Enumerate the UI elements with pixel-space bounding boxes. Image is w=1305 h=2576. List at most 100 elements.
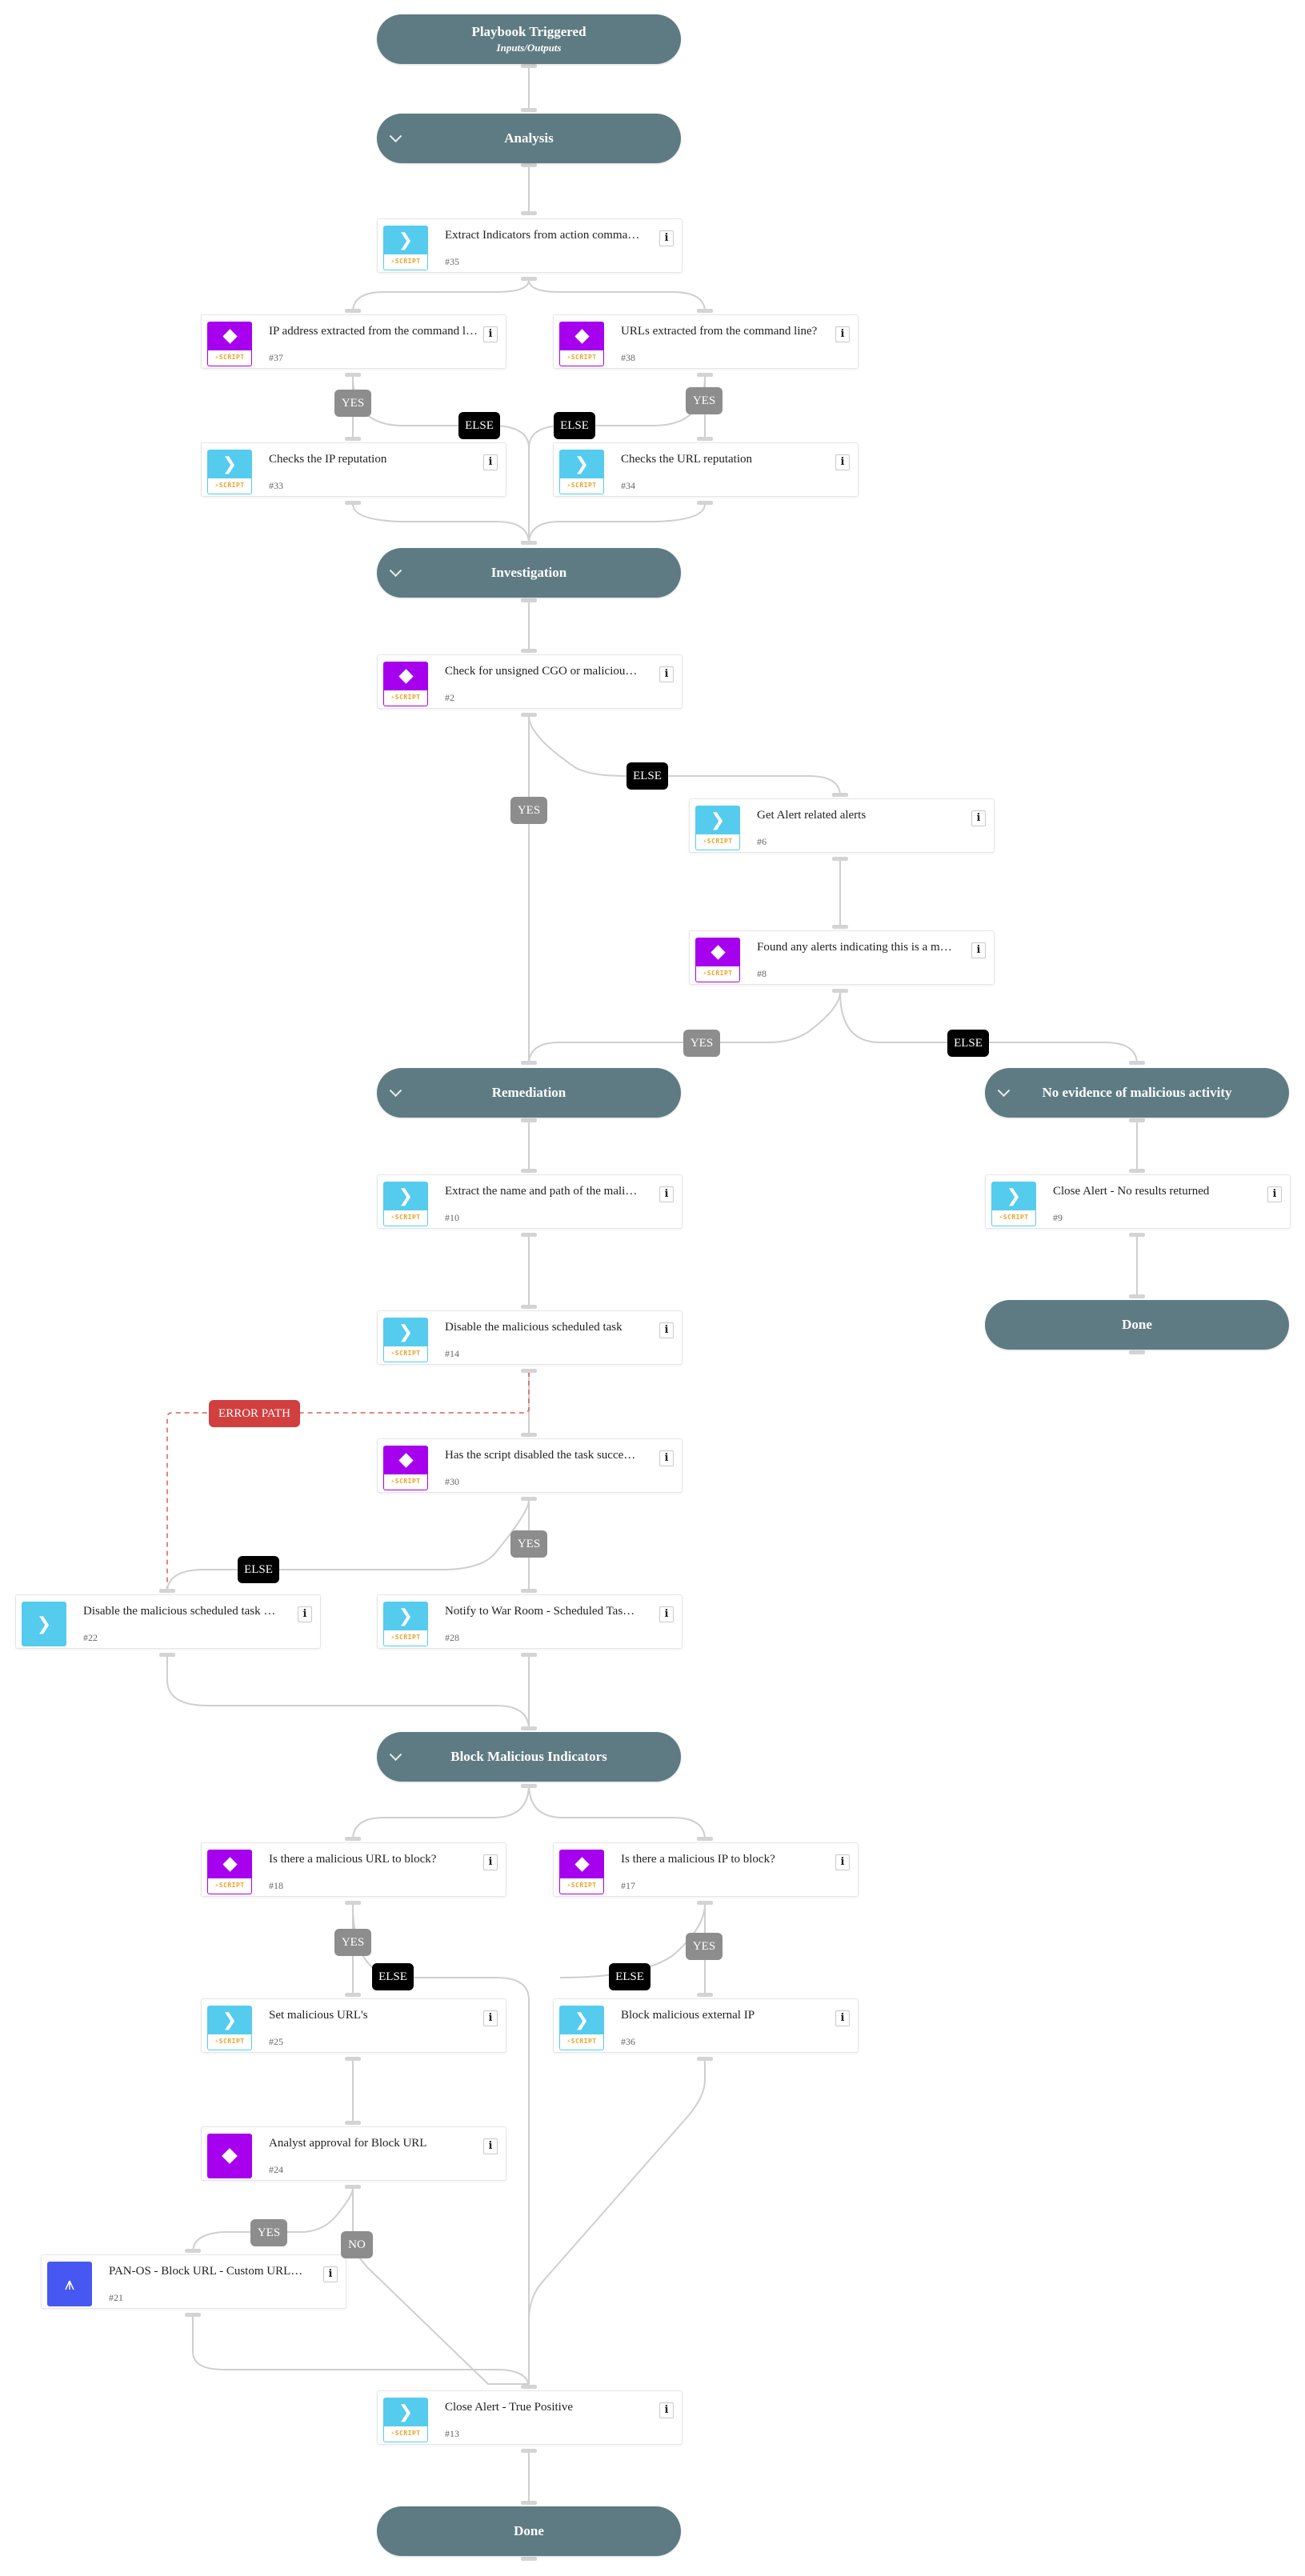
- task-title: Close Alert - True Positive: [445, 2401, 574, 2414]
- info-icon[interactable]: i: [659, 1450, 674, 1466]
- else-label: ELSE: [947, 1030, 989, 1057]
- condition-script-icon: ⚡SCRIPT: [207, 1850, 252, 1894]
- script-tag: ⚡SCRIPT: [991, 1210, 1036, 1226]
- script-tag: ⚡SCRIPT: [559, 350, 604, 366]
- chevron-down-icon[interactable]: [389, 1748, 402, 1762]
- info-icon[interactable]: i: [298, 1606, 312, 1622]
- info-icon[interactable]: i: [835, 2010, 850, 2026]
- info-icon[interactable]: i: [483, 2138, 498, 2154]
- condition-script-icon: ⚡SCRIPT: [559, 322, 604, 366]
- done-title: Done: [1122, 1317, 1152, 1332]
- info-icon[interactable]: i: [835, 1854, 850, 1870]
- info-icon[interactable]: i: [1267, 1186, 1282, 1202]
- task-title: Extract Indicators from action comma…: [445, 229, 640, 242]
- script-task-icon: ❯⚡SCRIPT: [991, 1182, 1036, 1226]
- info-icon[interactable]: i: [483, 2010, 498, 2026]
- diamond-icon: [559, 322, 604, 350]
- yes-label: YES: [686, 1933, 723, 1960]
- task-number: #21: [109, 2292, 123, 2303]
- diamond-icon: [559, 1850, 604, 1878]
- chevron-right-icon: ❯: [207, 2006, 252, 2034]
- chevron-down-icon[interactable]: [389, 1084, 402, 1098]
- port-markers: [159, 64, 1145, 2561]
- section-title: Investigation: [490, 565, 567, 580]
- info-icon[interactable]: i: [659, 230, 674, 246]
- info-icon[interactable]: i: [483, 326, 498, 342]
- task-title: Analyst approval for Block URL: [269, 2137, 427, 2150]
- script-tag: ⚡SCRIPT: [383, 1474, 428, 1490]
- script-tag: ⚡SCRIPT: [559, 478, 604, 494]
- task-title: Has the script disabled the task succe…: [445, 1449, 636, 1462]
- task-title: Disable the malicious scheduled task: [445, 1321, 622, 1334]
- script-tag: ⚡SCRIPT: [559, 2034, 604, 2050]
- chevron-right-icon: ❯: [383, 1182, 428, 1210]
- script-tag: ⚡SCRIPT: [383, 690, 428, 706]
- info-icon[interactable]: i: [659, 1606, 674, 1622]
- chevron-down-icon[interactable]: [389, 564, 402, 578]
- task-card-22[interactable]: ❯Disable the malicious scheduled task …#…: [15, 1594, 321, 1649]
- script-tag: ⚡SCRIPT: [207, 1878, 252, 1894]
- script-tag: ⚡SCRIPT: [383, 1346, 428, 1362]
- task-title: Notify to War Room - Scheduled Tas…: [445, 1605, 635, 1618]
- task-title: Checks the IP reputation: [269, 453, 387, 466]
- info-icon[interactable]: i: [971, 810, 986, 826]
- yes-label: YES: [510, 797, 547, 824]
- info-icon[interactable]: i: [835, 454, 850, 470]
- script-tag: ⚡SCRIPT: [383, 2426, 428, 2442]
- diamond-icon: [207, 1850, 252, 1878]
- inputs-outputs-link[interactable]: Inputs/Outputs: [496, 42, 562, 54]
- done-node-right[interactable]: Done: [985, 1300, 1289, 1350]
- task-number: #25: [269, 2036, 283, 2047]
- section-block-malicious-indicators[interactable]: Block Malicious Indicators: [377, 1732, 681, 1782]
- diamond-icon: [695, 938, 740, 966]
- chevron-right-icon: ❯: [383, 2398, 428, 2426]
- script-tag: ⚡SCRIPT: [695, 966, 740, 982]
- section-analysis[interactable]: Analysis: [377, 114, 681, 163]
- section-no-evidence[interactable]: No evidence of malicious activity: [985, 1068, 1289, 1118]
- chevron-down-icon[interactable]: [997, 1084, 1011, 1098]
- info-icon[interactable]: i: [659, 2402, 674, 2418]
- section-remediation[interactable]: Remediation: [377, 1068, 681, 1118]
- section-title: Remediation: [491, 1085, 566, 1100]
- info-icon[interactable]: i: [659, 666, 674, 682]
- info-icon[interactable]: i: [659, 1322, 674, 1338]
- info-icon[interactable]: i: [483, 1854, 498, 1870]
- task-card-30[interactable]: ⚡SCRIPT Has the script disabled the task …: [377, 1438, 683, 1493]
- info-icon[interactable]: i: [971, 942, 986, 958]
- section-investigation[interactable]: Investigation: [377, 548, 681, 598]
- info-icon[interactable]: i: [835, 326, 850, 342]
- info-icon[interactable]: i: [659, 1186, 674, 1202]
- chevron-down-icon[interactable]: [389, 130, 402, 143]
- diamond-icon: [207, 322, 252, 350]
- task-number: #36: [621, 2036, 635, 2047]
- yes-label: YES: [250, 2219, 287, 2246]
- info-icon[interactable]: i: [483, 454, 498, 470]
- playbook-triggered-node[interactable]: Playbook Triggered Inputs/Outputs: [377, 14, 681, 64]
- else-label: ELSE: [372, 1963, 414, 1990]
- info-icon[interactable]: i: [323, 2266, 338, 2282]
- script-task-icon: ❯⚡SCRIPT: [383, 1182, 428, 1226]
- sub-playbook-icon: ⩚: [47, 2262, 92, 2306]
- done-node-bottom[interactable]: Done: [377, 2506, 681, 2556]
- task-number: #22: [83, 1632, 98, 1643]
